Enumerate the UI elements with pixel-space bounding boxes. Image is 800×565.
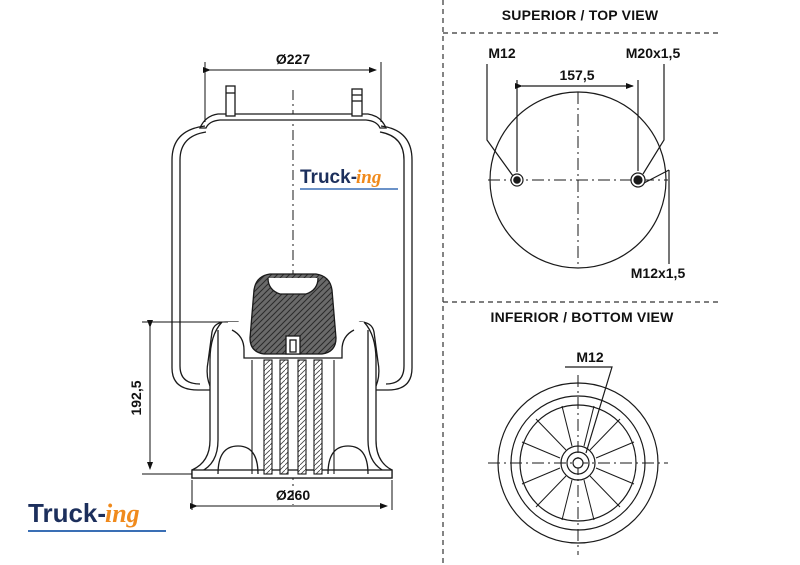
top-bolt-right-label: M20x1,5 bbox=[626, 45, 681, 61]
bottom-view bbox=[488, 366, 668, 555]
bellows-logo: Truck- ing bbox=[300, 167, 398, 190]
top-diameter-label: Ø227 bbox=[276, 51, 310, 67]
brand-logo-main: Truck- bbox=[28, 498, 106, 528]
top-view bbox=[486, 64, 670, 269]
svg-text:ing: ing bbox=[356, 167, 381, 188]
height-label: 192,5 bbox=[128, 380, 144, 415]
bottom-hub-outer bbox=[560, 445, 596, 481]
top-bolt-small-label: M12x1,5 bbox=[631, 265, 686, 281]
top-plate bbox=[199, 113, 387, 129]
stud-right bbox=[351, 88, 363, 117]
bottom-bolt-label: M12 bbox=[576, 349, 603, 365]
piston-base bbox=[191, 469, 393, 479]
view-dividers bbox=[442, 0, 720, 565]
side-dimensions bbox=[142, 62, 393, 510]
bellows-inner bbox=[179, 131, 207, 385]
top-bolt-left-label: M12 bbox=[488, 45, 515, 61]
stud-left bbox=[225, 85, 236, 117]
pocket-left bbox=[217, 445, 259, 475]
pocket-right bbox=[327, 445, 369, 475]
top-view-title: SUPERIOR / TOP VIEW bbox=[502, 7, 659, 23]
bumper bbox=[249, 273, 337, 355]
bottom-stud-hole bbox=[572, 457, 584, 469]
side-view bbox=[171, 85, 413, 505]
brand-logo: Truck- ing bbox=[28, 498, 166, 532]
svg-text:Truck-: Truck- bbox=[300, 167, 357, 188]
piston-ribs bbox=[251, 359, 335, 475]
bottom-diameter-label: Ø260 bbox=[276, 487, 310, 503]
bottom-view-title: INFERIOR / BOTTOM VIEW bbox=[490, 309, 674, 325]
top-spacing-label: 157,5 bbox=[559, 67, 594, 83]
brand-logo-suffix: ing bbox=[105, 499, 140, 528]
bottom-ribs bbox=[521, 405, 635, 521]
